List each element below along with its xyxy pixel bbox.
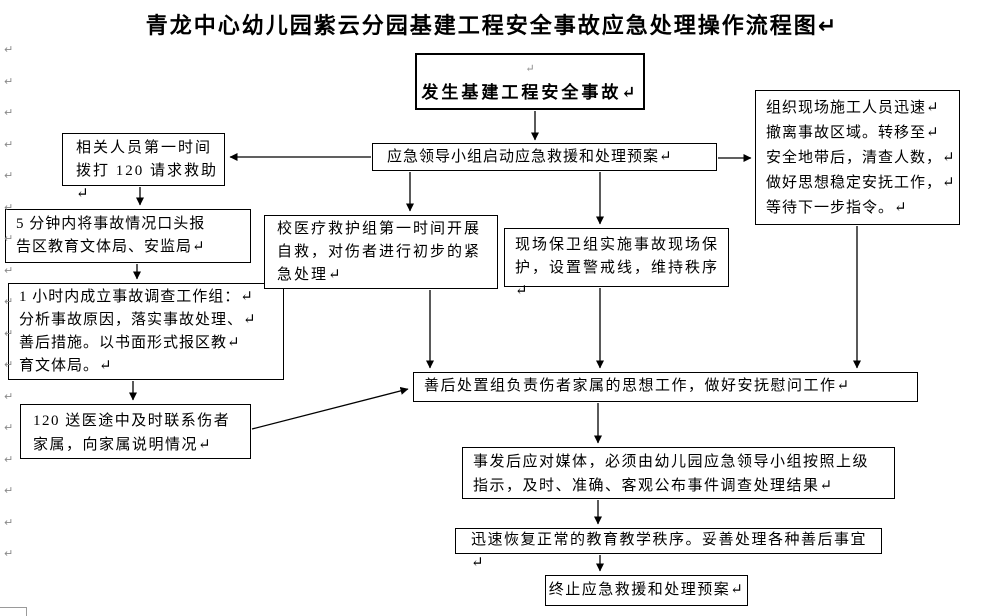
- node-leader-group-label: 应急领导小组启动应急救援和处理预案↵: [387, 149, 673, 165]
- node-report-5min: 5 分钟内将事故情况口头报 告区教育文体局、安监局↵: [5, 209, 251, 263]
- paragraph-mark: ↵: [4, 200, 14, 214]
- node-media-response: 事发后应对媒体，必须由幼儿园应急领导小组按照上级 指示，及时、准确、客观公布事件…: [462, 447, 895, 499]
- node-media-response-label: 事发后应对媒体，必须由幼儿园应急领导小组按照上级 指示，及时、准确、客观公布事件…: [473, 454, 870, 494]
- node-contact-family-label: 120 送医途中及时联系伤者 家属，向家属说明情况↵: [33, 413, 231, 453]
- paragraph-mark: ↵: [4, 295, 14, 308]
- node-site-guard: 现场保卫组实施事故现场保 护，设置警戒线，维持秩序↵: [504, 228, 729, 299]
- paragraph-mark: ↵: [4, 263, 14, 277]
- node-site-guard-label: 现场保卫组实施事故现场保 护，设置警戒线，维持秩序↵: [515, 237, 720, 299]
- node-terminate-plan: 终止应急救援和处理预案↵: [545, 575, 748, 606]
- paragraph-mark: ↵: [4, 137, 14, 151]
- paragraph-mark: ↵: [4, 326, 14, 340]
- node-evacuate-workers-label: 组织现场施工人员迅速↵ 撤离事故区域。转移至↵ 安全地带后，清查人数，↵ 做好思…: [766, 100, 956, 216]
- paragraph-mark: ↵: [4, 547, 14, 560]
- node-medical-rescue-label: 校医疗救护组第一时间开展 自救，对伤者进行初步的紧 急处理↵: [277, 221, 482, 283]
- node-leader-group-starts-plan: 应急领导小组启动应急救援和处理预案↵: [372, 143, 717, 171]
- page-corner-artifact: [0, 607, 27, 616]
- paragraph-mark: ↵: [4, 515, 14, 529]
- paragraph-mark: ↵: [4, 452, 14, 466]
- paragraph-mark: ↵: [4, 74, 14, 88]
- node-investigation-1h: 1 小时内成立事故调查工作组：↵ 分析事故原因，落实事故处理、↵ 善后措施。以书…: [8, 283, 284, 380]
- paragraph-mark: ↵: [4, 106, 14, 119]
- paragraph-mark: ↵: [4, 232, 14, 245]
- paragraph-mark: ↵: [4, 421, 14, 434]
- paragraph-mark: ↵: [4, 358, 14, 371]
- arrow-family-to-aftermath: [251, 386, 409, 430]
- node-medical-rescue: 校医疗救护组第一时间开展 自救，对伤者进行初步的紧 急处理↵: [264, 215, 498, 289]
- paragraph-mark: ↵: [4, 389, 14, 403]
- node-call-120: 相关人员第一时间 拨打 120 请求救助↵: [62, 133, 225, 202]
- paragraph-mark: ↵: [4, 43, 14, 56]
- node-restore-order: 迅速恢复正常的教育教学秩序。妥善处理各种善后事宜 ↵: [455, 528, 882, 571]
- node-accident-occurs-label: ↵ 发生基建工程安全事故↵: [421, 63, 639, 102]
- node-call-120-label: 相关人员第一时间 拨打 120 请求救助↵: [76, 140, 219, 202]
- node-contact-family: 120 送医途中及时联系伤者 家属，向家属说明情况↵: [20, 404, 251, 459]
- node-restore-order-label: 迅速恢复正常的教育教学秩序。妥善处理各种善后事宜 ↵: [471, 532, 868, 571]
- page-title: 青龙中心幼儿园紫云分园基建工程安全事故应急处理操作流程图↵: [145, 13, 839, 38]
- node-terminate-plan-label: 终止应急救援和处理预案↵: [548, 582, 745, 598]
- paragraph-mark: ↵: [4, 484, 14, 497]
- paragraph-mark: ↵: [4, 169, 14, 182]
- node-investigation-1h-label: 1 小时内成立事故调查工作组：↵ 分析事故原因，落实事故处理、↵ 善后措施。以书…: [19, 289, 257, 374]
- node-report-5min-label: 5 分钟内将事故情况口头报 告区教育文体局、安监局↵: [16, 216, 206, 255]
- node-accident-occurs: ↵ 发生基建工程安全事故↵: [415, 53, 645, 110]
- node-aftermath-group-label: 善后处置组负责伤者家属的思想工作，做好安抚慰问工作↵: [424, 378, 851, 394]
- node-evacuate-workers: 组织现场施工人员迅速↵ 撤离事故区域。转移至↵ 安全地带后，清查人数，↵ 做好思…: [755, 90, 960, 225]
- node-aftermath-group: 善后处置组负责伤者家属的思想工作，做好安抚慰问工作↵: [413, 372, 918, 402]
